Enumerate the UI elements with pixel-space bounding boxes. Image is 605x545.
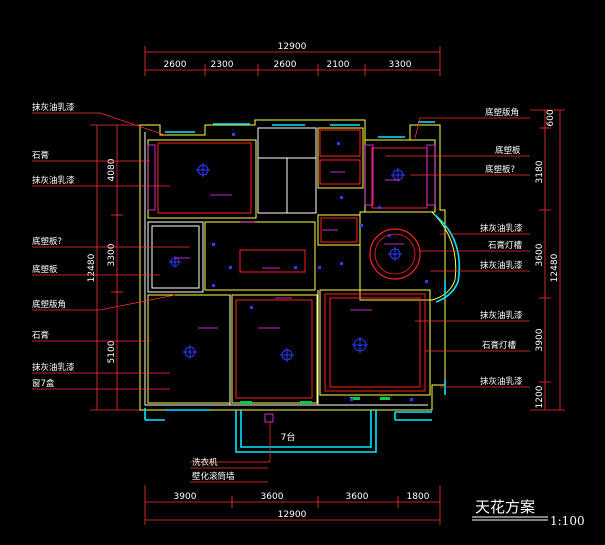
balcony-label: 7台 [281, 431, 296, 443]
left-label-1: 抹灰油乳漆 [32, 102, 75, 113]
light-fixture-bedroom-1 [196, 163, 210, 177]
left-dim-1: 4080 [107, 158, 117, 181]
bottom-dim-1: 3900 [174, 492, 197, 502]
right-label-7: 抹灰油乳漆 [480, 310, 523, 321]
left-label-7: 石膏 [32, 330, 49, 341]
right-label-5: 石膏灯槽 [488, 240, 523, 251]
left-dimension-chain: 12480 4080 3300 5100 [87, 124, 140, 411]
bottom-dimension-chain: 3900 3600 3600 1800 12900 [144, 485, 441, 525]
bottom-annotations: 洗衣机 壁化滚筒墙 [190, 422, 271, 483]
top-dim-4: 2100 [327, 60, 350, 70]
balcony: 7台 [235, 410, 377, 453]
windows [144, 121, 446, 421]
left-total-dim: 12480 [87, 253, 97, 282]
left-dim-3: 5100 [107, 340, 117, 363]
top-dim-2: 2300 [211, 60, 234, 70]
light-fixture-living [352, 337, 368, 353]
ceiling-lights [169, 133, 428, 401]
right-label-4: 抹灰油乳漆 [480, 223, 523, 234]
bottom-label-1: 洗衣机 [192, 457, 218, 468]
bottom-dim-2: 3600 [261, 492, 284, 502]
green-strips [240, 397, 390, 404]
left-label-6: 底塑版角 [32, 299, 66, 310]
bottom-dim-3: 3600 [346, 492, 369, 502]
right-total-dim: 12480 [550, 253, 560, 282]
top-total-dim: 12900 [278, 42, 307, 52]
right-label-3: 底塑板? [485, 164, 515, 175]
top-dimension-chain: 12900 2600 2300 2600 2100 3300 [144, 42, 441, 76]
right-label-8: 石膏灯槽 [482, 340, 517, 351]
right-annotations: 底塑版角 底塑板 底塑板? 抹灰油乳漆 石膏灯槽 抹灰油乳漆 抹灰油乳漆 石膏灯… [385, 107, 530, 388]
right-label-2: 底塑板 [495, 145, 521, 156]
left-label-9: 窗7盒 [32, 378, 55, 389]
right-dim-5: 1200 [535, 385, 545, 408]
right-label-6: 抹灰油乳漆 [480, 260, 523, 271]
left-dim-2: 3300 [107, 243, 117, 266]
left-label-5: 底塑板 [32, 264, 58, 275]
building-walls [139, 119, 461, 411]
drawing-scale: 1:100 [550, 514, 585, 528]
right-dimension-chain: 600 3180 3600 3900 1200 12480 [530, 109, 565, 411]
bottom-label-2: 壁化滚筒墙 [192, 471, 235, 482]
right-dim-1: 600 [546, 109, 556, 126]
light-fixture-dining [388, 247, 402, 261]
light-fixture-bedroom-3 [280, 348, 294, 362]
right-label-9: 抹灰油乳漆 [480, 376, 523, 387]
left-label-8: 抹灰油乳漆 [32, 362, 75, 373]
right-dim-2: 3180 [535, 160, 545, 183]
right-dim-4: 3900 [535, 328, 545, 351]
right-dim-3: 3600 [535, 243, 545, 266]
bottom-total-dim: 12900 [278, 510, 307, 520]
light-fixture-bedroom-2 [183, 345, 197, 359]
left-label-2: 石膏 [32, 150, 49, 161]
top-dim-5: 3300 [389, 60, 412, 70]
top-dim-1: 2600 [164, 60, 187, 70]
top-dim-3: 2600 [274, 60, 297, 70]
bottom-dim-4: 1800 [407, 492, 430, 502]
right-label-1: 底塑版角 [485, 107, 519, 118]
drawing-title-block: 天花方案 1:100 [472, 498, 585, 528]
elevation-marks [175, 171, 404, 329]
left-label-3: 抹灰油乳漆 [32, 175, 75, 186]
drawing-title: 天花方案 [475, 498, 535, 516]
left-label-4: 底塑板? [32, 236, 62, 247]
left-annotations: 抹灰油乳漆 石膏 抹灰油乳漆 底塑板? 底塑板 底塑版角 石膏 抹灰油乳漆 窗7… [32, 102, 190, 390]
